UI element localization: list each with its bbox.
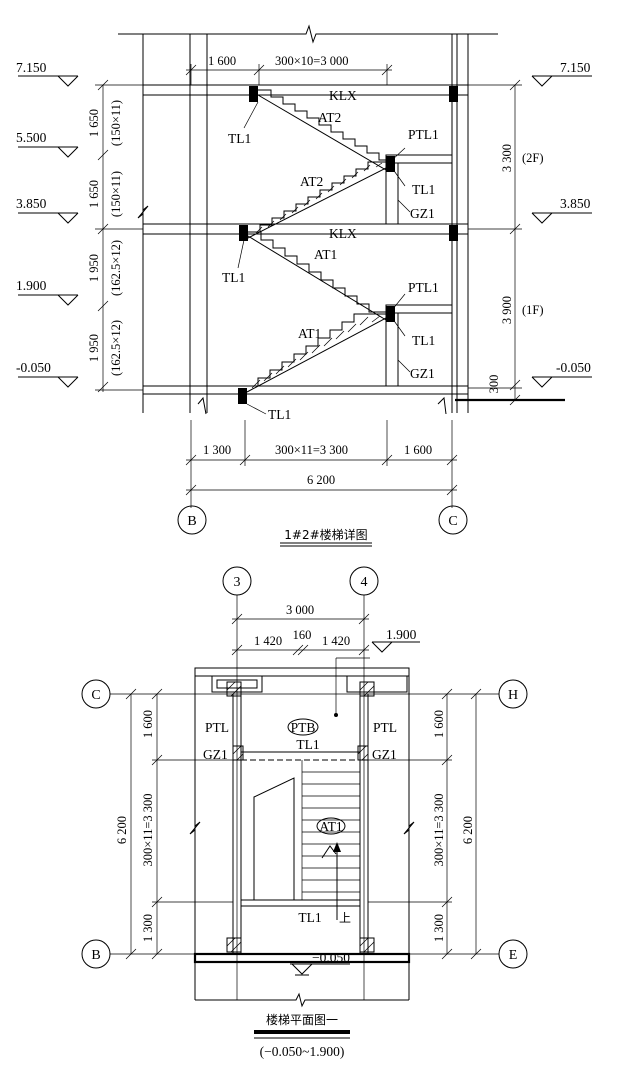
dim-right-300: 300 bbox=[487, 375, 501, 394]
dim-top-steps: 300×10=3 000 bbox=[275, 54, 348, 68]
axis-label-c-plan: C bbox=[91, 688, 100, 703]
plan-dim-right-1600: 1 600 bbox=[432, 710, 446, 738]
plan-label-ptl-left: PTL bbox=[205, 720, 229, 735]
plan-dim-left-steps: 300×11=3 300 bbox=[141, 793, 155, 866]
label-at2-upper: AT2 bbox=[318, 110, 341, 125]
dim-left-1650-b: 1 650 bbox=[87, 180, 101, 208]
plan-dim-right-1300: 1 300 bbox=[432, 914, 446, 942]
dim-bottom-6200: 6 200 bbox=[307, 473, 335, 487]
level-right-7150: 7.150 bbox=[560, 60, 591, 75]
dim-left-steps-d: (162.5×12) bbox=[109, 320, 123, 376]
plan-label-tl1-bottom: TL1 bbox=[298, 910, 321, 925]
axis-label-3: 3 bbox=[234, 575, 241, 590]
label-at2-lower: AT2 bbox=[300, 174, 323, 189]
dim-right-1f: (1F) bbox=[522, 303, 544, 317]
level-minus-0050: -0.050 bbox=[16, 360, 51, 375]
axis-bubble-b bbox=[177, 505, 207, 535]
plan-label-ptl-right: PTL bbox=[373, 720, 397, 735]
label-at1-lower: AT1 bbox=[298, 326, 321, 341]
plan-dim-left-1600: 1 600 bbox=[141, 710, 155, 738]
label-gz1-lower: GZ1 bbox=[410, 366, 435, 381]
label-tl1-d: TL1 bbox=[412, 333, 435, 348]
label-klx-top: KLX bbox=[329, 88, 357, 103]
plan-dim-right-6200: 6 200 bbox=[461, 816, 475, 844]
level-right-minus-0050: -0.050 bbox=[556, 360, 591, 375]
dim-right-2f: (2F) bbox=[522, 151, 544, 165]
dim-right-3300: 3 300 bbox=[500, 144, 514, 172]
axis-bubble-c bbox=[438, 505, 468, 535]
dim-left-steps-a: (150×11) bbox=[109, 100, 123, 146]
label-at1-upper: AT1 bbox=[314, 247, 337, 262]
plan-dim-left-6200: 6 200 bbox=[115, 816, 129, 844]
plan-treads bbox=[301, 760, 360, 900]
axis-label-h: H bbox=[508, 688, 518, 703]
section-level-markers bbox=[18, 75, 592, 388]
dim-bottom-1600: 1 600 bbox=[404, 443, 432, 457]
axis-label-e: E bbox=[509, 948, 518, 963]
level-5500: 5.500 bbox=[16, 130, 47, 145]
dim-left-1650-a: 1 650 bbox=[87, 109, 101, 137]
axis-label-c: C bbox=[448, 514, 457, 529]
axis-label-4: 4 bbox=[361, 575, 368, 590]
plan-subtitle: (−0.050~1.900) bbox=[260, 1044, 345, 1059]
label-ptl1-lower: PTL1 bbox=[408, 280, 439, 295]
plan-dim-left-1300: 1 300 bbox=[141, 914, 155, 942]
plan-level-minus-0050: −0.050 bbox=[312, 950, 350, 965]
label-ptl1-upper: PTL1 bbox=[408, 127, 439, 142]
label-klx-mid: KLX bbox=[329, 226, 357, 241]
label-tl1-a: TL1 bbox=[228, 131, 251, 146]
plan-label-at1: AT1 bbox=[319, 819, 342, 834]
plan-dim-1420-right: 1 420 bbox=[322, 634, 350, 648]
label-tl1-c: TL1 bbox=[222, 270, 245, 285]
dim-left-1950-b: 1 950 bbox=[87, 334, 101, 362]
label-tl1-e: TL1 bbox=[268, 407, 291, 422]
plan-dim-3000: 3 000 bbox=[286, 603, 314, 617]
level-3850: 3.850 bbox=[16, 196, 47, 211]
label-tl1-b: TL1 bbox=[412, 182, 435, 197]
level-right-3850: 3.850 bbox=[560, 196, 591, 211]
plan-label-up: 上 bbox=[339, 911, 351, 925]
plan-dim-right-steps: 300×11=3 300 bbox=[432, 793, 446, 866]
plan-title: 楼梯平面图一 bbox=[266, 1012, 338, 1027]
plan-label-gz1-right: GZ1 bbox=[372, 747, 397, 762]
dim-bottom-steps: 300×11=3 300 bbox=[275, 443, 348, 457]
plan-label-tl1-top: TL1 bbox=[296, 737, 319, 752]
section-title: 1#2#楼梯详图 bbox=[284, 527, 367, 542]
dim-top-1600: 1 600 bbox=[208, 54, 236, 68]
axis-label-b-plan: B bbox=[91, 948, 100, 963]
dim-bottom-1300: 1 300 bbox=[203, 443, 231, 457]
dim-left-steps-c: (162.5×12) bbox=[109, 240, 123, 296]
axis-label-b: B bbox=[187, 514, 196, 529]
break-line-top bbox=[118, 24, 498, 44]
plan-level-1900: 1.900 bbox=[386, 627, 417, 642]
level-7150: 7.150 bbox=[16, 60, 47, 75]
dim-left-1950-a: 1 950 bbox=[87, 254, 101, 282]
label-gz1-upper: GZ1 bbox=[410, 206, 435, 221]
plan-dim-1420-left: 1 420 bbox=[254, 634, 282, 648]
dim-left-steps-b: (150×11) bbox=[109, 171, 123, 217]
plan-label-gz1-left: GZ1 bbox=[203, 747, 228, 762]
level-1900: 1.900 bbox=[16, 278, 47, 293]
plan-dim-160: 160 bbox=[293, 628, 312, 642]
dim-right-3900: 3 900 bbox=[500, 296, 514, 324]
plan-columns bbox=[226, 681, 375, 953]
plan-label-ptb: PTB bbox=[291, 720, 316, 735]
plan-drawing: 3 4 C B H E 3 000 1 420 160 1 420 1.900 … bbox=[81, 566, 528, 1059]
section-drawing: 7.150 5.500 3.850 1.900 -0.050 7.150 3.8… bbox=[16, 24, 592, 547]
